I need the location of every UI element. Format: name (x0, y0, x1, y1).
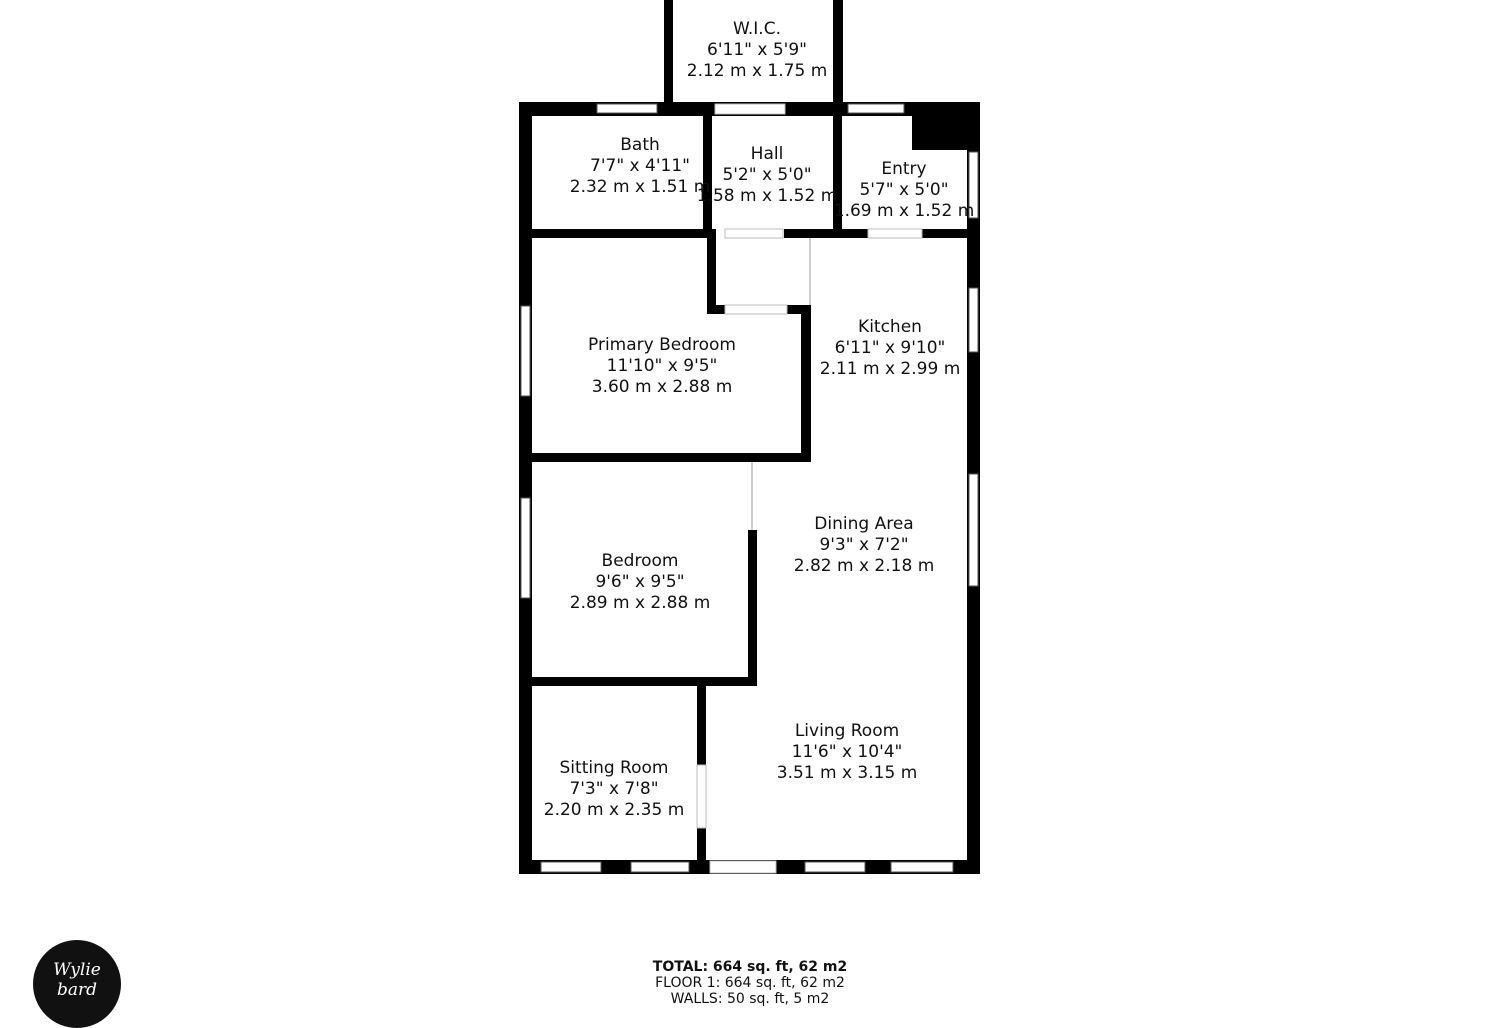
room-name: Bath (620, 135, 660, 155)
wall-top-left (520, 102, 843, 116)
logo-text-line2: bard (56, 980, 98, 1000)
window-entry-right (968, 151, 979, 219)
room-dining-area: Dining Area 9'3" x 7'2" 2.82 m x 2.18 m (794, 514, 935, 577)
thin-partitions (751, 238, 811, 530)
window-bath (596, 103, 658, 114)
wall-primary-right (801, 305, 811, 462)
room-dimensions-metric: 2.82 m x 2.18 m (793, 556, 935, 576)
door-sitting-living (696, 764, 707, 829)
room-dimensions-imperial: 7'7" x 4'11" (590, 156, 690, 176)
room-name: Primary Bedroom (588, 335, 736, 355)
room-bath: Bath 7'7" x 4'11" 2.32 m x 1.51 m (570, 135, 711, 198)
room-name: W.I.C. (733, 19, 781, 39)
room-bedroom: Bedroom 9'6" x 9'5" 2.89 m x 2.88 m (570, 551, 711, 614)
room-dimensions-metric: 1.58 m x 1.52 m (696, 186, 838, 206)
wall-bath-bottom (532, 229, 712, 238)
room-name: Sitting Room (559, 758, 669, 778)
door-front (709, 860, 777, 874)
wall-bedroom-right (748, 530, 757, 686)
room-living-room: Living Room 11'6" x 10'4" 3.51 m x 3.15 … (777, 721, 918, 784)
room-dimensions-metric: 2.32 m x 1.51 m (569, 177, 711, 197)
room-dimensions-imperial: 6'11" x 5'9" (707, 40, 807, 60)
window-sitting-bottom-1 (540, 861, 602, 873)
wall-left (519, 102, 532, 874)
room-name: Hall (750, 144, 784, 164)
wall-wic-left (664, 0, 673, 108)
room-dimensions-imperial: 6'11" x 9'10" (834, 338, 946, 358)
room-name: Dining Area (814, 514, 914, 534)
window-bedroom-left (520, 497, 531, 599)
floor-plan (519, 0, 980, 874)
wall-bedroom-bottom (532, 677, 757, 686)
room-primary-bedroom: Primary Bedroom 11'10" x 9'5" 3.60 m x 2… (588, 335, 736, 398)
logo-text-line1: Wylie (53, 960, 101, 980)
room-dimensions-imperial: 5'7" x 5'0" (859, 180, 949, 200)
brand-logo: Wylie bard (33, 940, 121, 1028)
room-wic: W.I.C. 6'11" x 5'9" 2.12 m x 1.75 m (687, 19, 828, 82)
room-entry: Entry 5'7" x 5'0" 1.69 m x 1.52 m (834, 159, 975, 222)
window-primary-left (520, 305, 531, 397)
door-closet (724, 304, 788, 315)
floor-1-area: FLOOR 1: 664 sq. ft, 62 m2 (655, 975, 845, 991)
wall-hall-entry (833, 116, 842, 234)
room-dimensions-imperial: 7'3" x 7'8" (569, 779, 659, 799)
room-dimensions-metric: 1.69 m x 1.52 m (833, 201, 975, 221)
room-dimensions-imperial: 5'2" x 5'0" (722, 165, 812, 185)
room-dimensions-metric: 2.20 m x 2.35 m (543, 800, 685, 820)
wall-sitting-right (697, 677, 706, 765)
walls-area: WALLS: 50 sq. ft, 5 m2 (670, 991, 830, 1007)
wall-closet-left (707, 229, 716, 314)
room-dimensions-imperial: 9'6" x 9'5" (595, 572, 685, 592)
room-dimensions-metric: 2.12 m x 1.75 m (686, 61, 828, 81)
windows (520, 103, 979, 873)
door-hall-bottom (724, 228, 784, 239)
room-dimensions-metric: 3.51 m x 3.15 m (776, 763, 918, 783)
window-living-bottom-2 (890, 861, 954, 873)
door-openings (696, 103, 923, 874)
wall-primary-bottom (532, 453, 811, 462)
room-kitchen: Kitchen 6'11" x 9'10" 2.11 m x 2.99 m (820, 317, 961, 380)
room-name: Entry (881, 159, 927, 179)
chimney-block (912, 102, 980, 150)
window-dining-right (968, 473, 979, 587)
wall-wic-right (833, 0, 843, 108)
room-hall: Hall 5'2" x 5'0" 1.58 m x 1.52 m (697, 144, 838, 207)
room-sitting-room: Sitting Room 7'3" x 7'8" 2.20 m x 2.35 m (544, 758, 685, 821)
window-entry-top (847, 103, 905, 114)
window-sitting-bottom-2 (630, 861, 690, 873)
room-dimensions-metric: 2.11 m x 2.99 m (819, 359, 961, 379)
room-dimensions-metric: 2.89 m x 2.88 m (569, 593, 711, 613)
wall-bath-hall (703, 116, 712, 234)
room-dimensions-imperial: 11'10" x 9'5" (606, 356, 718, 376)
room-dimensions-metric: 3.60 m x 2.88 m (591, 377, 733, 397)
window-kitchen-right (968, 287, 979, 353)
window-living-bottom-1 (804, 861, 866, 873)
room-dimensions-imperial: 9'3" x 7'2" (819, 535, 909, 555)
room-name: Living Room (794, 721, 900, 741)
total-area: TOTAL: 664 sq. ft, 62 m2 (652, 959, 848, 975)
door-hall-wic (714, 103, 786, 115)
door-entry-bottom (867, 228, 923, 239)
room-dimensions-imperial: 11'6" x 10'4" (791, 742, 903, 762)
wall-sitting-right-low (697, 828, 706, 868)
room-name: Bedroom (601, 551, 679, 571)
room-name: Kitchen (858, 317, 922, 337)
